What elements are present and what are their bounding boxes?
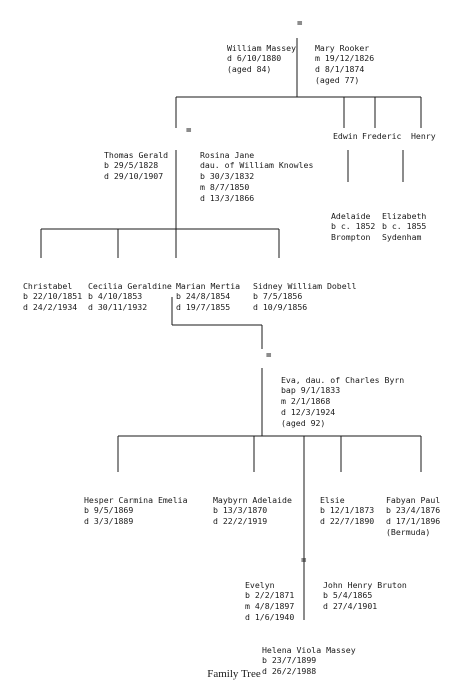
marriage-sign: = bbox=[186, 126, 192, 136]
person-frederic: Frederic bbox=[362, 131, 402, 141]
person-edwin: Edwin bbox=[333, 131, 358, 141]
marriage-sign: = bbox=[297, 19, 303, 29]
marriage-sign: = bbox=[266, 351, 272, 361]
person-henry: Henry bbox=[411, 131, 436, 141]
figure-caption: Family Tree bbox=[207, 668, 261, 680]
marriage-sign: = bbox=[301, 556, 307, 566]
